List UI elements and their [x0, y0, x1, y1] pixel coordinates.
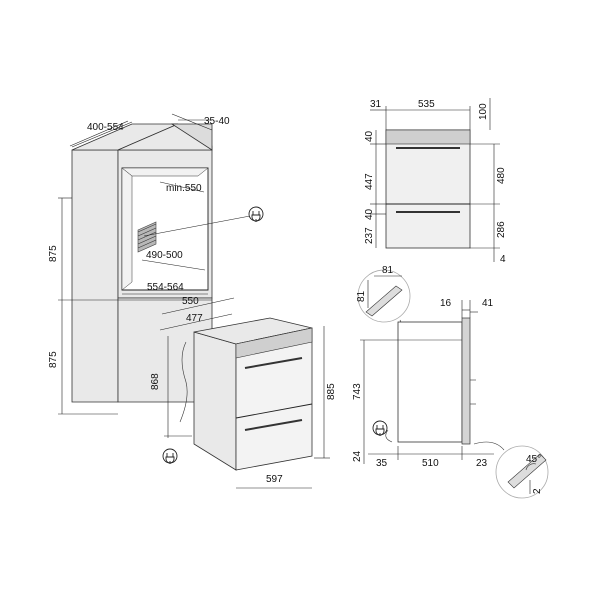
dim-cab-h-upper: 875 [48, 245, 59, 262]
dim-side-41: 41 [482, 298, 494, 309]
oven-side [193, 331, 237, 471]
niche-top-face [121, 167, 209, 177]
cabinet-top-back [170, 123, 213, 151]
dim-front-447: 447 [364, 173, 375, 190]
side-body [397, 321, 463, 443]
dim-detail-81b: 81 [356, 290, 367, 302]
dim-side-743: 743 [352, 383, 363, 400]
dim-front-40b: 40 [364, 208, 375, 220]
dim-side-23: 23 [476, 458, 488, 469]
dim-cab-depth: 400-554 [87, 122, 124, 133]
front-body [385, 129, 471, 249]
socket-box [137, 221, 157, 253]
dim-oven-inner-depth: 477 [186, 313, 203, 324]
dim-niche-w: 554-564 [147, 282, 184, 293]
plug-icon [372, 420, 388, 436]
front-view: 31 535 100 40 447 40 237 480 286 4 [364, 98, 507, 265]
dim-front-286: 286 [496, 221, 507, 238]
dim-niche-h: 490-500 [146, 250, 183, 261]
dim-corner-2: 2 [532, 488, 543, 494]
cabinet-side-panel [71, 149, 119, 403]
dim-front-40a: 40 [364, 130, 375, 142]
side-view: 81 81 16 41 743 24 35 510 23 [352, 265, 549, 499]
dim-front-237: 237 [364, 227, 375, 244]
dim-cab-h-lower: 875 [48, 351, 59, 368]
dim-oven-depth: 550 [182, 296, 199, 307]
plug-icon [162, 448, 178, 464]
dim-side-35: 35 [376, 458, 388, 469]
dim-oven-h-right: 885 [326, 383, 337, 400]
cabinet-drawing: 400-554 35-40 875 875 min.550 490-500 55… [48, 113, 251, 415]
dim-oven-w: 597 [266, 474, 283, 485]
side-front [461, 317, 471, 445]
dim-niche-min: min.550 [166, 183, 202, 194]
dim-side-510: 510 [422, 458, 439, 469]
dim-front-480: 480 [496, 167, 507, 184]
dim-front-4: 4 [500, 254, 506, 265]
dim-cab-top: 35-40 [204, 116, 230, 127]
dim-oven-h-left: 868 [150, 373, 161, 390]
dim-front-31: 31 [370, 99, 382, 110]
dim-corner-45: 45° [526, 454, 541, 465]
front-fascia [385, 129, 471, 145]
oven-fascia [235, 327, 313, 359]
oven-perspective: 550 477 868 885 597 [150, 296, 337, 489]
dim-detail-81a: 81 [382, 265, 394, 276]
plug-icon [248, 206, 264, 222]
dim-front-100: 100 [478, 103, 489, 120]
dim-front-535: 535 [418, 99, 435, 110]
dim-side-24: 24 [352, 450, 363, 462]
niche-left-face [121, 167, 133, 291]
dim-side-16: 16 [440, 298, 452, 309]
